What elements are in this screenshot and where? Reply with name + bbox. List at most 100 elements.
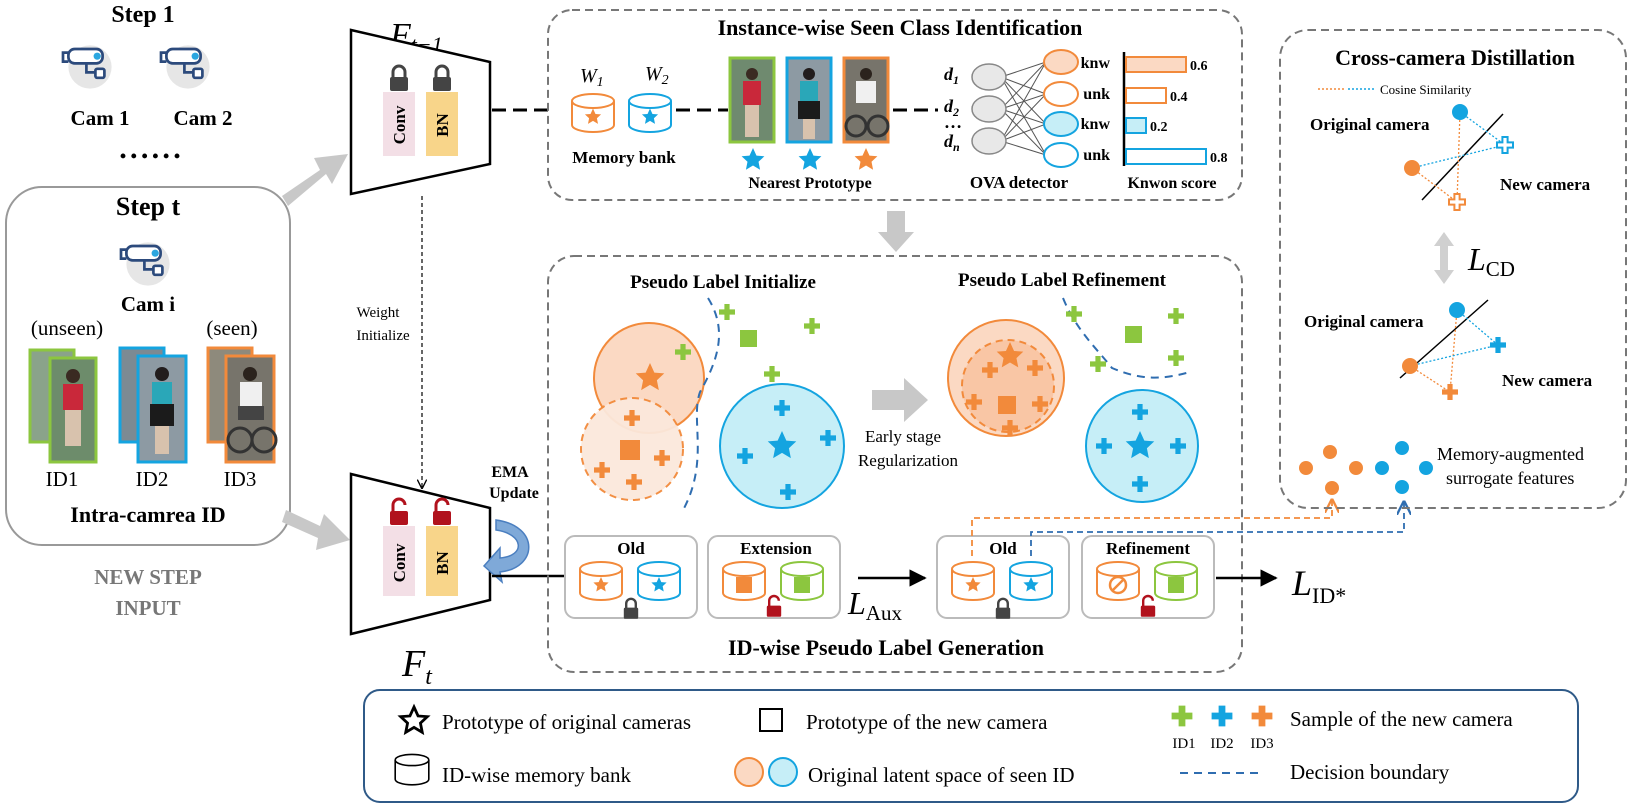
square-icon: [794, 577, 810, 593]
score-value: 0.2: [1150, 120, 1168, 135]
prototype-image: [728, 56, 776, 144]
memory-bank-icon: [628, 93, 672, 133]
gray-arrow: [872, 378, 928, 422]
score-label-knw: knw: [1081, 55, 1111, 72]
memory-bank-icon: [571, 93, 615, 133]
known-score-label: Knwon score: [1127, 175, 1216, 192]
decision-boundary: [681, 297, 720, 513]
legend-star-label: Prototype of original cameras: [442, 710, 691, 734]
cos-sim-label: Cosine Similarity: [1380, 82, 1472, 97]
step-t-label: Step t: [116, 192, 181, 221]
conv-label: Conv: [390, 543, 409, 582]
encoder-current: [349, 472, 492, 636]
prototype-image: [842, 56, 890, 144]
d1-label: d1: [944, 64, 959, 87]
mid-panel-title: ID-wise Pseudo Label Generation: [728, 635, 1044, 660]
conv-block-prev: [383, 92, 415, 156]
prototype-image: [785, 56, 833, 144]
w1-label: W1: [580, 65, 604, 90]
regularization-label: Regularization: [858, 451, 959, 470]
step-ellipsis: • • • • • •: [120, 146, 180, 166]
ova-input-node: [971, 95, 1007, 123]
ema-label: EMA: [491, 464, 529, 481]
w2-label: W2: [645, 63, 669, 88]
refine-title: Pseudo Label Refinement: [958, 270, 1167, 291]
cylinder-icon: [394, 753, 430, 786]
memory-bank-icon: [1009, 561, 1053, 601]
camera-icon: [119, 241, 171, 287]
early-stage-label: Early stage: [865, 427, 941, 446]
update-label: Update: [489, 485, 539, 502]
nearest-prototype-label: Nearest Prototype: [748, 175, 871, 192]
square-outline-icon: [759, 708, 783, 732]
plus-icon: [719, 304, 820, 382]
memory-bank-label: Memory bank: [572, 148, 676, 167]
new-cam-label: New camera: [1500, 175, 1591, 194]
d2-label: d2: [944, 96, 959, 119]
cam1-label: Cam 1: [71, 106, 130, 130]
l-cd-label: LCD: [1467, 241, 1515, 281]
old2-label: Old: [989, 539, 1017, 558]
legend-id1: ID1: [1172, 736, 1195, 752]
extension-label: Extension: [740, 539, 812, 558]
gray-arrow: [282, 510, 350, 550]
person-images-id3: [206, 346, 278, 464]
new-step-label: NEW STEP: [94, 565, 202, 589]
memory-bank-icon: [1096, 561, 1140, 601]
cross-camera-panel: [1279, 29, 1627, 509]
input-label: INPUT: [115, 596, 180, 620]
ova-output-node: [1043, 111, 1079, 137]
score-value: 0.4: [1170, 90, 1188, 105]
feature-path-blue: [1030, 502, 1404, 556]
boundary-line: [1421, 113, 1504, 201]
star-icon: [854, 148, 878, 170]
score-bar: [1125, 56, 1187, 73]
gray-arrow: [282, 154, 348, 206]
new-camera-plus: [1490, 337, 1506, 353]
new-step-box: [5, 186, 291, 546]
id1-label: ID1: [46, 467, 79, 491]
score-label-unk: unk: [1083, 86, 1110, 103]
square-icon: [736, 577, 752, 593]
person-images-id1: [28, 348, 98, 464]
forbidden-icon: [1108, 575, 1128, 595]
dn-label: dn: [944, 131, 960, 154]
instance-wise-panel: [547, 9, 1243, 201]
l-aux-label: LAux: [847, 585, 902, 625]
cam2-label: Cam 2: [174, 106, 233, 130]
bn-label: BN: [433, 550, 452, 574]
score-bar: [1125, 117, 1147, 134]
l-id-label: LID*: [1291, 563, 1346, 608]
orig-cam-label: Original camera: [1310, 115, 1430, 134]
decision-boundary: [1062, 297, 1191, 379]
camera-icon: [61, 44, 113, 90]
ova-output-node: [1043, 142, 1079, 168]
memory-bank-icon: [951, 561, 995, 601]
ova-output-node: [1043, 81, 1079, 107]
score-label-knw: knw: [1081, 116, 1111, 133]
unseen-label: (unseen): [31, 316, 103, 340]
legend-square-label: Prototype of the new camera: [806, 710, 1048, 734]
gray-down-arrow: [878, 211, 914, 252]
person-images-id2: [118, 346, 188, 464]
legend-id3: ID3: [1250, 736, 1273, 752]
legend-orange-circle: [734, 757, 764, 787]
square-icon: [1168, 577, 1184, 593]
d-dots: …: [944, 112, 962, 132]
bn-label: BN: [433, 112, 452, 136]
old-label: Old: [617, 539, 645, 558]
legend-cyan-circle: [768, 757, 798, 787]
ova-network: [1000, 61, 1047, 156]
intra-camera-label: Intra-camrea ID: [70, 502, 225, 527]
bn-block-current: [426, 526, 458, 596]
refinement-label: Refinement: [1106, 539, 1190, 558]
right-panel-title: Cross-camera Distillation: [1335, 45, 1575, 70]
new-camera-plus: [1448, 193, 1466, 211]
id3-label: ID3: [224, 467, 257, 491]
score-value: 0.6: [1190, 59, 1208, 74]
orig-cam-label-2: Original camera: [1304, 312, 1424, 331]
score-bar: [1125, 148, 1207, 165]
score-label-unk: unk: [1083, 147, 1110, 164]
conv-block-current: [383, 526, 415, 596]
